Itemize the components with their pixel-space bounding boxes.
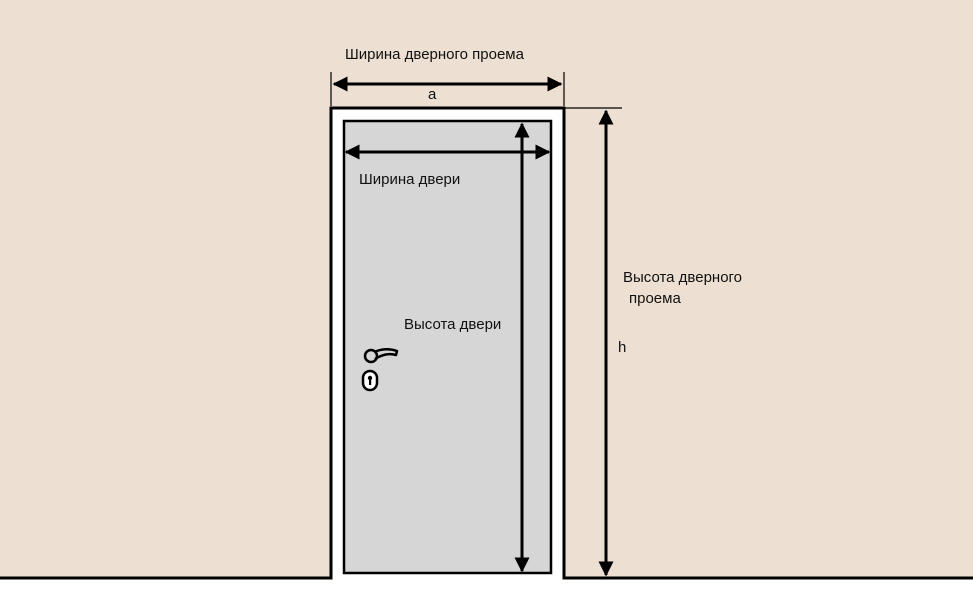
keyhole-icon	[361, 369, 379, 392]
opening-height-label-line2: проема	[629, 290, 681, 307]
door-width-label: Ширина двери	[359, 171, 461, 188]
opening-height-label-line1: Высота дверного	[623, 269, 743, 286]
floor-and-opening-outline	[0, 106, 973, 580]
floor	[0, 578, 973, 599]
door-handle-icon	[363, 348, 399, 364]
door-height-label: Высота двери	[404, 316, 502, 333]
opening-width-symbol: a	[428, 86, 437, 103]
opening-height-symbol: h	[618, 339, 627, 356]
opening-width-label: Ширина дверного проема	[345, 46, 524, 63]
